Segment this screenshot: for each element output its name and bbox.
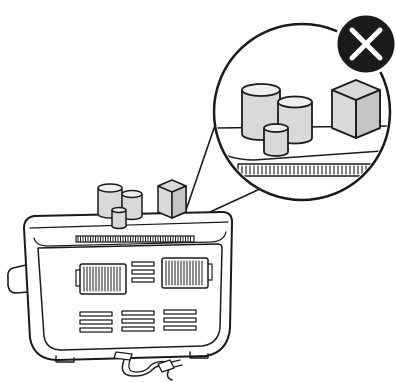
bottom-vent-slots bbox=[79, 309, 197, 333]
close-icon bbox=[334, 12, 396, 76]
appliance-body bbox=[7, 211, 233, 363]
power-cord bbox=[113, 351, 183, 381]
top-vent-strip bbox=[75, 235, 195, 243]
right-grille bbox=[161, 257, 213, 289]
objects-on-appliance bbox=[97, 179, 187, 230]
left-grille bbox=[75, 263, 127, 295]
center-vent-slots bbox=[131, 261, 155, 283]
left-handle bbox=[7, 264, 29, 294]
